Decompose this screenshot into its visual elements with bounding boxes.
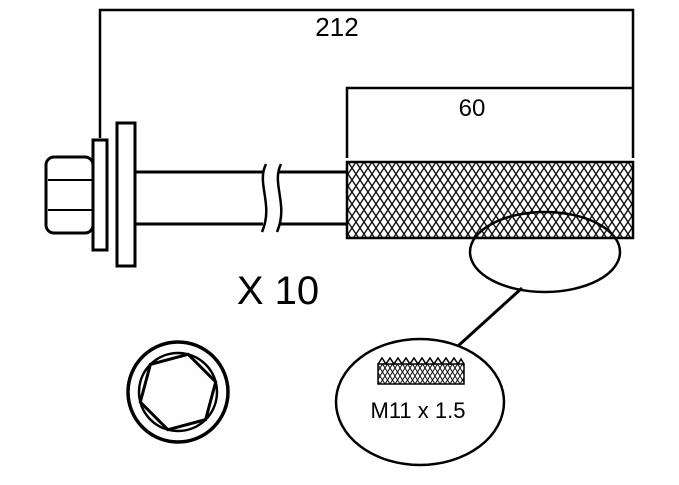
thread-length-dimension-line [345,86,633,158]
bolt-washer-icon [115,121,137,268]
bolt-head-icon [44,155,95,235]
callout-source-ellipse [468,210,622,294]
thread-length-dimension: 60 [345,86,633,158]
bolt-side-view [44,121,635,268]
thread-detail-callout: M11 x 1.5 [334,210,622,467]
thread-section-icon [345,160,635,240]
overall-length-label: 212 [315,12,358,42]
thread-crest-zigzag [377,356,465,366]
thread-detail-drawing [377,356,465,385]
bolt-flange-icon [91,138,109,252]
overall-length-dimension-line [98,8,635,158]
flange-outer-circle [126,340,230,444]
callout-leader-line [456,286,524,348]
break-line-left [260,163,268,233]
break-line-right [275,163,283,233]
thread-detail-body [377,363,465,385]
hex-head-end-view [126,340,230,444]
flange-inner-circle [137,351,219,433]
quantity-label: X 10 [237,269,319,313]
thread-length-label: 60 [459,95,486,122]
hex-socket-icon [138,352,218,432]
overall-length-dimension: 212 [98,8,635,158]
thread-spec-label: M11 x 1.5 [371,398,466,423]
